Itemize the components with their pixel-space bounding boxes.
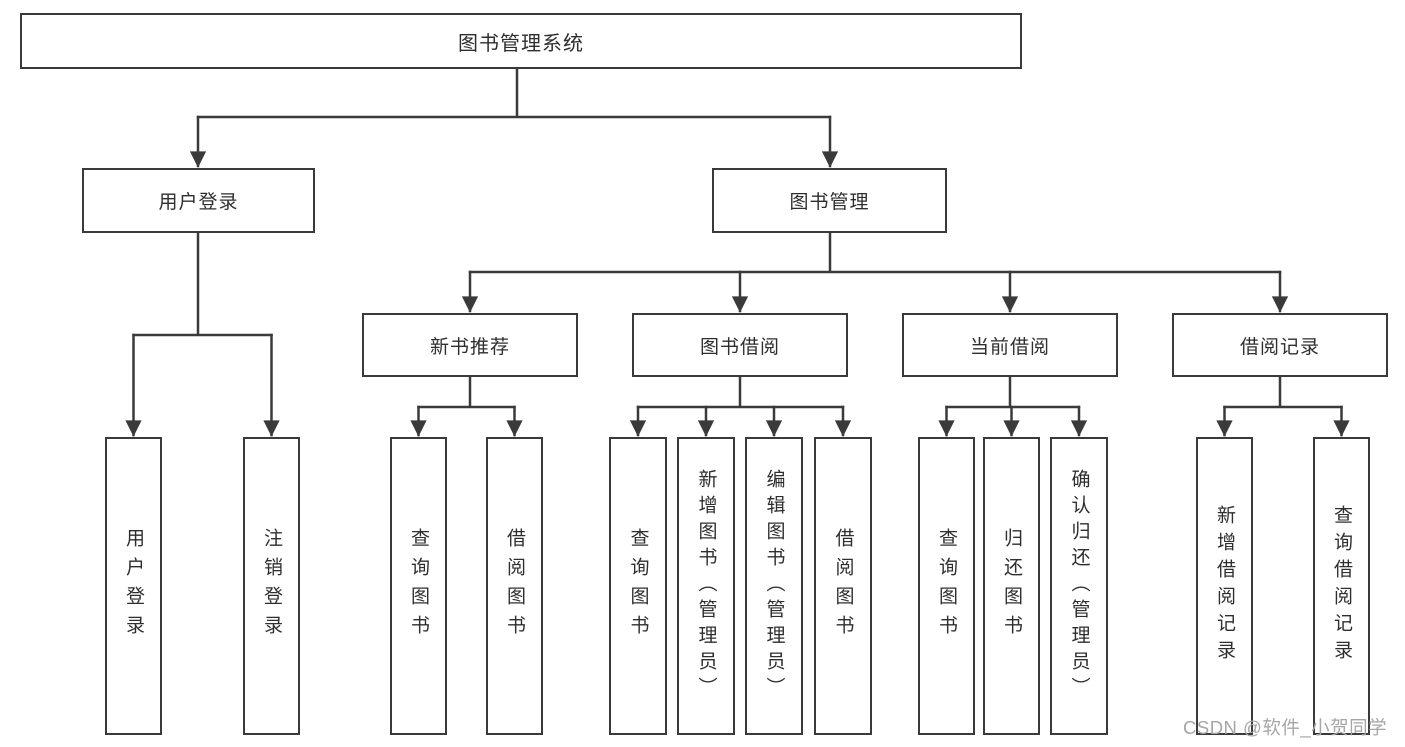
leaf-bb-add-books-admin: 新增图书（管理员）: [677, 437, 735, 735]
leaf-cb-query-books: 查询图书: [918, 437, 975, 735]
leaf-bb-edit-books-admin: 编辑图书（管理员）: [745, 437, 803, 735]
leaf-br-query-record: 查询借阅记录: [1313, 437, 1370, 735]
leaf-nb-query-books: 查询图书: [390, 437, 447, 735]
connector-user-login-branch: [132, 231, 273, 337]
leaf-cb-return-books: 归还图书: [983, 437, 1040, 735]
leaf-bb-query-books: 查询图书: [609, 437, 667, 735]
connector-book-management-branch: [468, 231, 1282, 274]
node-user-login: 用户登录: [82, 168, 315, 233]
connector-book-borrow-branch: [636, 375, 845, 409]
leaf-cb-confirm-return-admin: 确认归还（管理员）: [1050, 437, 1108, 735]
connector-root-branch: [196, 67, 832, 119]
node-root-system: 图书管理系统: [20, 13, 1022, 69]
leaf-bb-borrow-books: 借阅图书: [814, 437, 872, 735]
leaf-user-login: 用户登录: [105, 437, 162, 735]
connector-new-book-branch: [417, 375, 516, 409]
node-borrow-records: 借阅记录: [1172, 313, 1388, 377]
node-book-management: 图书管理: [712, 168, 947, 233]
leaf-br-add-record: 新增借阅记录: [1196, 437, 1253, 735]
connector-current-borrow-branch: [945, 375, 1081, 409]
leaf-nb-borrow-books: 借阅图书: [486, 437, 543, 735]
node-book-borrow: 图书借阅: [632, 313, 848, 377]
node-current-borrow: 当前借阅: [902, 313, 1118, 377]
leaf-logout: 注销登录: [243, 437, 300, 735]
csdn-watermark: CSDN @软件_小贺同学: [1183, 717, 1388, 738]
node-new-book-recommend: 新书推荐: [362, 313, 578, 377]
connector-borrow-records-branch: [1223, 375, 1343, 409]
